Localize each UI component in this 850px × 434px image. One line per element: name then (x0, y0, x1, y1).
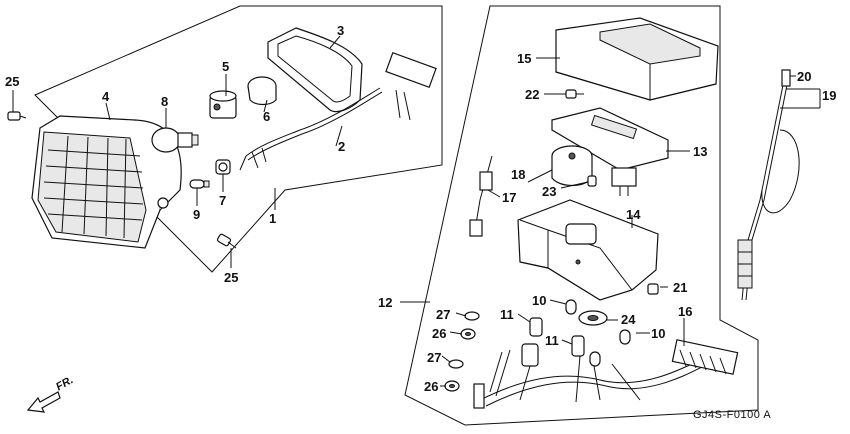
position-bulb (189, 179, 210, 189)
callout-17: 17 (502, 190, 517, 205)
callout-20: 20 (797, 69, 812, 84)
meter-case (517, 199, 659, 301)
callout-19: 19 (822, 88, 837, 103)
headlight-group-outline (34, 5, 443, 273)
rubber-boot (247, 76, 277, 106)
grommet (578, 310, 608, 326)
callout-21: 21 (673, 280, 688, 295)
washer-upper (464, 311, 480, 321)
callout-25-bottom: 25 (224, 270, 239, 285)
callout-13: 13 (693, 144, 708, 159)
callout-3: 3 (337, 23, 345, 38)
callout-9: 9 (193, 207, 201, 222)
bulb-socket (209, 90, 237, 119)
meter-group-outline (404, 5, 759, 426)
callout-15: 15 (517, 51, 532, 66)
meter-harness (473, 339, 739, 409)
headlight-bulb (151, 127, 199, 153)
speedometer-cable (737, 69, 800, 301)
callout-16: 16 (678, 304, 693, 319)
callout-23: 23 (542, 184, 557, 199)
callout-6: 6 (263, 109, 271, 124)
leader-lines (12, 35, 821, 387)
callout-2: 2 (338, 139, 346, 154)
screw-21 (647, 283, 659, 295)
headlight-case (267, 27, 363, 113)
meter-socket-center (571, 335, 585, 357)
screw-23 (587, 175, 597, 187)
callout-1: 1 (269, 211, 277, 226)
callout-11-left: 11 (500, 307, 514, 322)
screw-22 (565, 89, 584, 99)
callout-25-left: 25 (5, 74, 20, 89)
callout-7: 7 (219, 193, 227, 208)
callout-26-lower: 26 (424, 379, 439, 394)
meter-bulb-right (619, 329, 631, 345)
nut-upper (460, 328, 476, 340)
callout-5: 5 (222, 59, 230, 74)
headlight-unit (31, 115, 182, 249)
callout-12: 12 (378, 295, 393, 310)
meter-bulb-lower (589, 351, 601, 367)
callout-26-upper: 26 (432, 326, 447, 341)
callout-4: 4 (102, 89, 110, 104)
diagram-code: GJ4S-F0100 A (693, 409, 772, 421)
callout-10-upper: 10 (532, 293, 547, 308)
meter-socket-left (521, 317, 543, 367)
callout-18: 18 (511, 167, 526, 182)
meter-gauge (551, 145, 593, 187)
screw-bottom (216, 233, 237, 249)
meter-cover (555, 17, 719, 101)
callout-10-right: 10 (651, 326, 666, 341)
nut-lower (444, 380, 460, 392)
callout-14: 14 (626, 207, 641, 222)
callout-27-lower: 27 (427, 350, 442, 365)
meter-panel (551, 107, 669, 196)
callout-24: 24 (621, 312, 636, 327)
washer-lower (448, 359, 464, 369)
position-socket (215, 159, 231, 175)
callout-11-center: 11 (545, 333, 559, 348)
screw-left (7, 111, 27, 121)
callout-27-upper: 27 (436, 307, 451, 322)
headlight-harness (239, 51, 437, 171)
meter-bulb-upper (565, 299, 577, 315)
callout-22: 22 (525, 87, 540, 102)
callout-8: 8 (161, 94, 169, 109)
front-direction-arrow-icon (26, 391, 61, 413)
indicator-lamp (469, 155, 493, 237)
